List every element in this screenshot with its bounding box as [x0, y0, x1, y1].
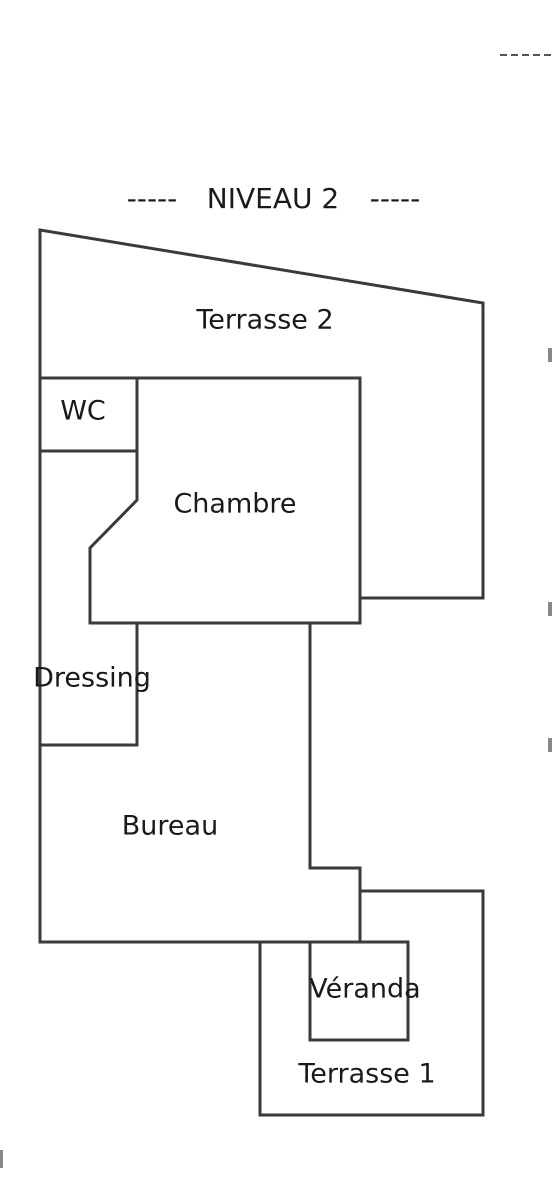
edge-mark-1 — [548, 348, 552, 362]
veranda-room — [258, 940, 410, 1042]
label-veranda: Véranda — [309, 974, 420, 1005]
edge-mark-4 — [0, 1150, 3, 1168]
label-dressing: Dressing — [33, 663, 151, 694]
level-title: NIVEAU 2 — [207, 182, 339, 215]
dressing-room — [38, 449, 139, 747]
title-dash-right: ----- — [370, 182, 421, 215]
terrasse-2-outline — [38, 228, 485, 600]
terrasse-1-outline — [258, 889, 485, 1117]
edge-mark-2 — [548, 602, 552, 616]
label-bureau: Bureau — [122, 811, 218, 842]
label-terrasse-1: Terrasse 1 — [297, 1059, 435, 1090]
label-terrasse-2: Terrasse 2 — [195, 305, 333, 336]
chambre-room — [88, 376, 362, 625]
label-chambre: Chambre — [173, 489, 296, 520]
title-dash-left: ----- — [127, 182, 178, 215]
edge-mark-3 — [548, 738, 552, 752]
label-wc: WC — [60, 396, 106, 427]
